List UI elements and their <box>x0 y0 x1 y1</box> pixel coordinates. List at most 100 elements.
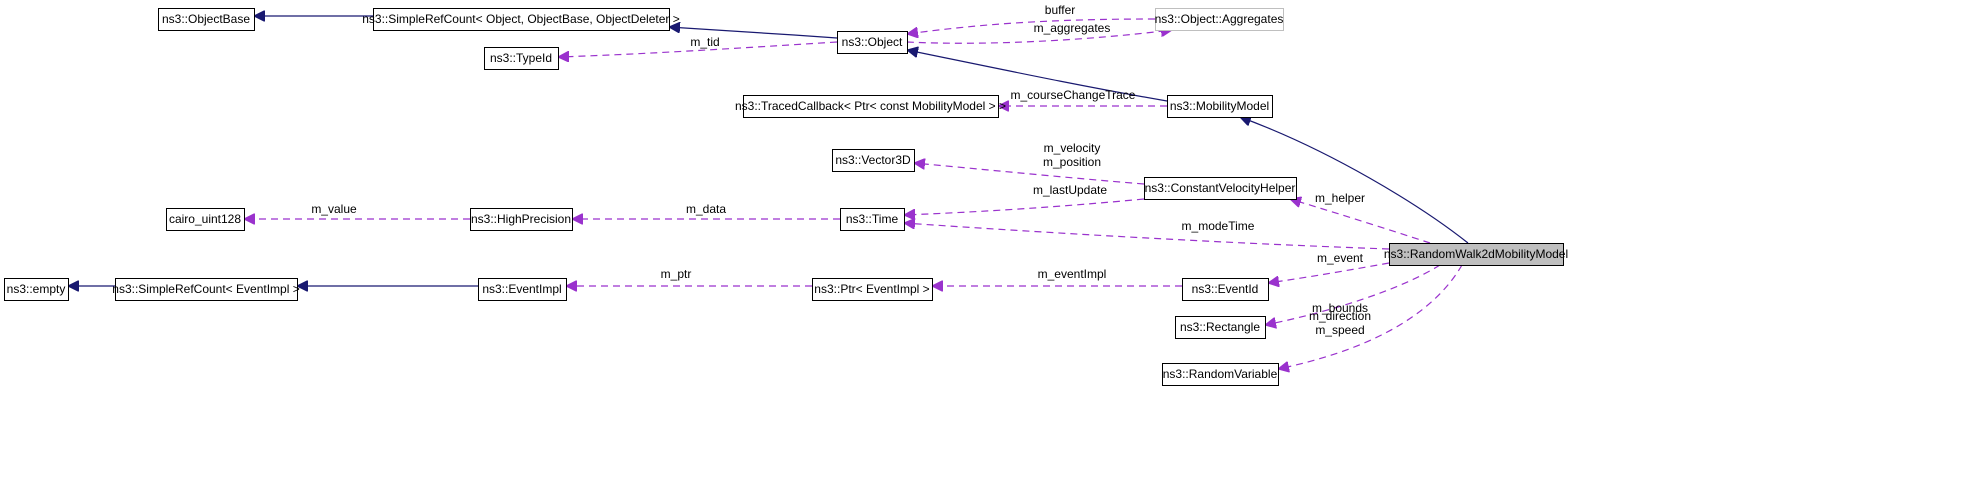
class-label: cairo_uint128 <box>169 212 241 226</box>
class-label: ns3::TracedCallback< Ptr< const Mobility… <box>735 99 1006 113</box>
edge-label: m_eventImpl <box>1038 267 1107 281</box>
class-label: ns3::Vector3D <box>835 153 911 167</box>
class-box <box>115 278 298 301</box>
collaboration-arrow <box>904 198 1145 215</box>
nodes-layer: ns3::ObjectBase ns3::SimpleRefCount< Obje… <box>4 8 1568 386</box>
edge-rw2d-to-eventid: m_event <box>1268 251 1390 283</box>
class-box <box>478 278 567 301</box>
edge-label: m_value <box>311 202 357 216</box>
edge-label: m_speed <box>1315 323 1364 337</box>
class-label: ns3::Object::Aggregates <box>1155 12 1284 26</box>
collaboration-arrow <box>1290 199 1431 244</box>
edge-eventid-to-ptrevt: m_eventImpl <box>932 267 1182 286</box>
class-node-ptrevt[interactable]: ns3::Ptr< EventImpl > <box>812 278 933 301</box>
edge-rw2d-to-cvhelper: m_helper <box>1290 191 1431 244</box>
edge-cvhelper-to-time: m_lastUpdate <box>904 183 1145 215</box>
class-node-typeid[interactable]: ns3::TypeId <box>484 47 559 70</box>
class-label: ns3::EventId <box>1192 282 1259 296</box>
edge-aggregates-to-object: buffer <box>907 3 1156 34</box>
class-node-eventid[interactable]: ns3::EventId <box>1182 278 1269 301</box>
edge-label: m_tid <box>690 35 719 49</box>
edge-label: m_helper <box>1315 191 1365 205</box>
class-label: ns3::Time <box>846 212 899 226</box>
edge-label: m_direction <box>1309 309 1371 323</box>
class-label: ns3::ObjectBase <box>162 12 250 26</box>
class-node-empty[interactable]: ns3::empty <box>4 278 69 301</box>
class-label: ns3::EventImpl <box>482 282 561 296</box>
class-box <box>812 278 933 301</box>
class-box <box>832 149 915 172</box>
class-node-rw2d[interactable]: ns3::RandomWalk2dMobilityModel <box>1384 243 1568 266</box>
edge-label: m_bounds <box>1312 301 1368 315</box>
edge-object-to-typeid: m_tid <box>558 35 838 57</box>
edge-time-to-highprec: m_data <box>572 202 840 219</box>
edge-rw2d-to-time: m_modeTime <box>904 219 1390 250</box>
class-node-cvhelper[interactable]: ns3::ConstantVelocityHelper <box>1144 177 1297 200</box>
class-node-eventimpl[interactable]: ns3::EventImpl <box>478 278 567 301</box>
class-label: ns3::TypeId <box>490 51 552 65</box>
class-node-tracedcb[interactable]: ns3::TracedCallback< Ptr< const Mobility… <box>735 95 1006 118</box>
edge-object-to-aggregates: m_aggregates <box>906 21 1172 44</box>
edge-label: m_ptr <box>661 267 692 281</box>
class-node-mobility[interactable]: ns3::MobilityModel <box>1167 95 1273 118</box>
class-label: ns3::RandomVariable <box>1163 367 1278 381</box>
edge-label: m_aggregates <box>1034 21 1111 35</box>
collaboration-arrow <box>1268 262 1390 283</box>
collaboration-arrow <box>904 223 1390 250</box>
inheritance-arrow <box>1240 117 1469 244</box>
inheritance-arrow <box>669 27 838 39</box>
class-box <box>470 208 573 231</box>
class-box <box>1175 316 1266 339</box>
class-label: ns3::empty <box>7 282 66 296</box>
class-label: ns3::ConstantVelocityHelper <box>1145 181 1296 195</box>
edge-rw2d-to-rectangle: m_bounds <box>1265 264 1441 325</box>
edge-mobility-to-tracedcb: m_courseChangeTrace <box>998 88 1167 106</box>
edge-label: m_position <box>1043 155 1101 169</box>
class-node-vector3d[interactable]: ns3::Vector3D <box>832 149 915 172</box>
edge-label: m_velocity <box>1044 141 1101 155</box>
class-box <box>1182 278 1269 301</box>
class-label: ns3::Rectangle <box>1180 320 1260 334</box>
class-label: ns3::SimpleRefCount< EventImpl > <box>112 282 299 296</box>
class-node-cairo[interactable]: cairo_uint128 <box>166 208 245 231</box>
class-box <box>166 208 245 231</box>
edge-label: m_modeTime <box>1182 219 1255 233</box>
class-node-object[interactable]: ns3::Object <box>837 31 908 54</box>
edge-rw2d-to-mobility <box>1240 117 1469 244</box>
class-box <box>4 278 69 301</box>
class-node-rectangle[interactable]: ns3::Rectangle <box>1175 316 1266 339</box>
class-node-randvar[interactable]: ns3::RandomVariable <box>1162 363 1279 386</box>
inheritance-arrow <box>907 50 1168 102</box>
collaboration-arrow <box>907 18 1156 34</box>
class-label: ns3::Ptr< EventImpl > <box>814 282 929 296</box>
edge-label: m_event <box>1317 251 1364 265</box>
class-label: ns3::RandomWalk2dMobilityModel <box>1384 247 1568 261</box>
class-node-simplerefevt[interactable]: ns3::SimpleRefCount< EventImpl > <box>112 278 300 301</box>
collaboration-arrow <box>558 41 838 57</box>
class-node-aggregates[interactable]: ns3::Object::Aggregates <box>1155 8 1284 31</box>
edge-ptrevt-to-eventimpl: m_ptr <box>566 267 812 286</box>
class-node-objectbase[interactable]: ns3::ObjectBase <box>158 8 255 31</box>
class-box <box>484 47 559 70</box>
edge-label: m_data <box>686 202 726 216</box>
edge-label: buffer <box>1045 3 1075 17</box>
class-node-time[interactable]: ns3::Time <box>840 208 905 231</box>
class-label: ns3::Object <box>842 35 903 49</box>
class-box <box>837 31 908 54</box>
class-node-highprec[interactable]: ns3::HighPrecision <box>470 208 573 231</box>
edge-highprec-to-cairo: m_value <box>244 202 470 219</box>
edge-label: m_courseChangeTrace <box>1011 88 1136 102</box>
class-box <box>743 95 999 118</box>
collaboration-arrow <box>906 30 1172 44</box>
edges-layer: buffer m_aggregates m_tid m_courseChangeTra… <box>68 3 1469 369</box>
edge-object-to-simplerefobj <box>669 27 838 39</box>
class-box <box>1162 363 1279 386</box>
class-label: ns3::SimpleRefCount< Object, ObjectBase,… <box>362 12 680 26</box>
edge-label: m_lastUpdate <box>1033 183 1107 197</box>
class-node-simplerefobj[interactable]: ns3::SimpleRefCount< Object, ObjectBase,… <box>362 8 680 31</box>
class-box <box>1155 8 1284 31</box>
collaboration-arrow <box>1278 264 1463 369</box>
